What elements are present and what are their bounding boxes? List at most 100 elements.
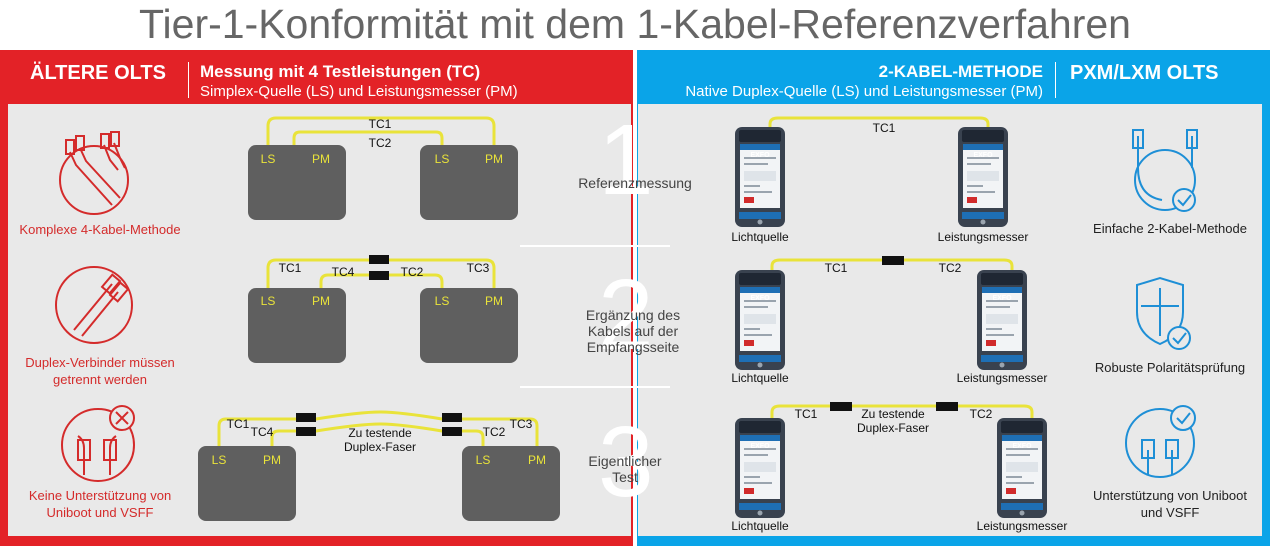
polarity-shield-icon xyxy=(1136,276,1191,350)
connector-3c xyxy=(442,413,462,422)
step-label-1: Referenzmessung xyxy=(578,175,692,191)
cable-pair-icon xyxy=(59,131,129,215)
tc2-label-3: TC2 xyxy=(483,425,506,439)
pm-label-2b: PM xyxy=(485,294,503,308)
tc1-cable-1 xyxy=(266,116,496,150)
power-meter-device-3 xyxy=(997,418,1047,518)
tc4-label-3: TC4 xyxy=(251,425,274,439)
power-meter-label-2: Leistungsmesser xyxy=(957,371,1048,385)
connector-3b xyxy=(296,427,316,436)
pm-label-2a: PM xyxy=(312,294,330,308)
right-header-divider xyxy=(1055,62,1056,98)
tc1-label-r3: TC1 xyxy=(795,407,818,421)
tc2-label-r3: TC2 xyxy=(970,407,993,421)
tc3-label-2: TC3 xyxy=(467,261,490,275)
power-meter-label-1: Leistungsmesser xyxy=(938,230,1029,244)
two-cable-method-subtitle: Native Duplex-Quelle (LS) und Leistungsm… xyxy=(685,83,1043,100)
uniboot-no-icon xyxy=(61,405,135,482)
simplex-device-pm-3 xyxy=(462,446,560,521)
ls-label-2b: LS xyxy=(435,294,450,308)
light-source-label-2: Lichtquelle xyxy=(731,371,789,385)
fiber-label-line1-right: Zu testende xyxy=(861,407,925,421)
exfo-logo-r1a: EXFO xyxy=(750,152,770,159)
tc1-tc3-cable-3 xyxy=(217,410,539,448)
connector-2b xyxy=(369,271,389,280)
ls-label-2a: LS xyxy=(261,294,276,308)
simplex-device-ls-2 xyxy=(248,288,346,363)
feature-complex-four-cable: Komplexe 4-Kabel-Methode xyxy=(19,222,181,237)
exfo-logo-r2a: EXFO xyxy=(750,295,770,302)
light-source-device-1 xyxy=(735,127,785,227)
pxm-lxm-olts-title: PXM/LXM OLTS xyxy=(1070,62,1219,84)
connector-r3b xyxy=(936,402,958,411)
pm-label-3b: PM xyxy=(528,453,546,467)
light-source-device-2 xyxy=(735,270,785,370)
connector-r2 xyxy=(882,256,904,265)
light-source-label-3: Lichtquelle xyxy=(731,519,789,533)
fiber-label-line2-right: Duplex-Faser xyxy=(857,421,929,435)
legacy-method-title: Messung mit 4 Testleistungen (TC) xyxy=(200,62,481,81)
tc4-tc2-cable-3 xyxy=(270,422,485,448)
connector-3d xyxy=(442,427,462,436)
page-title: Tier-1-Konformität mit dem 1-Kabel-Refer… xyxy=(139,1,1131,47)
step-label-2: Ergänzung des Kabels auf der Empfangssei… xyxy=(585,307,681,355)
feature-uniboot-support: Unterstützung von Uniboot und VSFF xyxy=(1093,488,1247,520)
cable-check-icon xyxy=(1132,129,1198,212)
feature-simple-two-cable: Einfache 2-Kabel-Methode xyxy=(1093,221,1247,236)
uniboot-check-icon xyxy=(1125,405,1196,478)
simplex-device-pm-1 xyxy=(420,145,518,220)
light-source-device-3 xyxy=(735,418,785,518)
exfo-logo-r3b: EXFO xyxy=(1012,443,1032,450)
tc3-label-3: TC3 xyxy=(510,417,533,431)
ls-label-1b: LS xyxy=(435,152,450,166)
step-separator-2 xyxy=(520,386,670,388)
step-number-1: 1 xyxy=(598,104,654,216)
ls-label-3b: LS xyxy=(476,453,491,467)
duplex-connector-icon xyxy=(55,266,133,344)
tc1-tc2-cable-r3 xyxy=(770,404,1034,418)
left-header-divider xyxy=(188,62,189,98)
step-number-3: 3 xyxy=(598,406,654,518)
connector-2a xyxy=(369,255,389,264)
two-cable-method-title: 2-KABEL-METHODE xyxy=(878,62,1043,81)
pm-label-1b: PM xyxy=(485,152,503,166)
connector-r3a xyxy=(830,402,852,411)
step-number-2: 2 xyxy=(598,259,654,371)
ls-label-3a: LS xyxy=(212,453,227,467)
fiber-label-line2-left: Duplex-Faser xyxy=(344,440,416,454)
light-source-label-1: Lichtquelle xyxy=(731,230,789,244)
exfo-logo-r2b: EXFO xyxy=(992,295,1012,302)
step-label-3: Eigentlicher Test xyxy=(588,453,662,485)
feature-duplex-separate: Duplex-Verbinder müssen getrennt werden xyxy=(25,355,175,387)
tc4-label-2: TC4 xyxy=(332,265,355,279)
exfo-logo-r3a: EXFO xyxy=(750,443,770,450)
power-meter-device-1 xyxy=(958,127,1008,227)
connector-3a xyxy=(296,413,316,422)
power-meter-device-2 xyxy=(977,270,1027,370)
power-meter-label-3: Leistungsmesser xyxy=(977,519,1068,533)
pm-label-3a: PM xyxy=(263,453,281,467)
tc2-label-r2: TC2 xyxy=(939,261,962,275)
simplex-device-ls-1 xyxy=(248,145,346,220)
pm-label-1a: PM xyxy=(312,152,330,166)
feature-polarity-check: Robuste Polaritätsprüfung xyxy=(1094,360,1246,375)
legacy-olts-title: ÄLTERE OLTS xyxy=(30,62,166,84)
fiber-label-line1-left: Zu testende xyxy=(348,426,412,440)
feature-no-uniboot: Keine Unterstützung von Uniboot und VSFF xyxy=(28,488,172,520)
tc1-cable-r1 xyxy=(768,116,990,128)
simplex-device-pm-2 xyxy=(420,288,518,363)
ls-label-1a: LS xyxy=(261,152,276,166)
tc2-label-1: TC2 xyxy=(369,136,392,150)
tc1-label-1: TC1 xyxy=(369,117,392,131)
tc1-label-3: TC1 xyxy=(227,417,250,431)
exfo-logo-r1b: EXFO xyxy=(973,152,993,159)
legacy-method-subtitle: Simplex-Quelle (LS) und Leistungsmesser … xyxy=(200,83,518,100)
tc1-label-r1: TC1 xyxy=(873,121,896,135)
tc2-label-2: TC2 xyxy=(401,265,424,279)
tc2-cable-1 xyxy=(292,130,444,150)
simplex-device-ls-3 xyxy=(198,446,296,521)
tc1-label-r2: TC1 xyxy=(825,261,848,275)
step-separator-1 xyxy=(520,245,670,247)
tc1-label-2: TC1 xyxy=(279,261,302,275)
